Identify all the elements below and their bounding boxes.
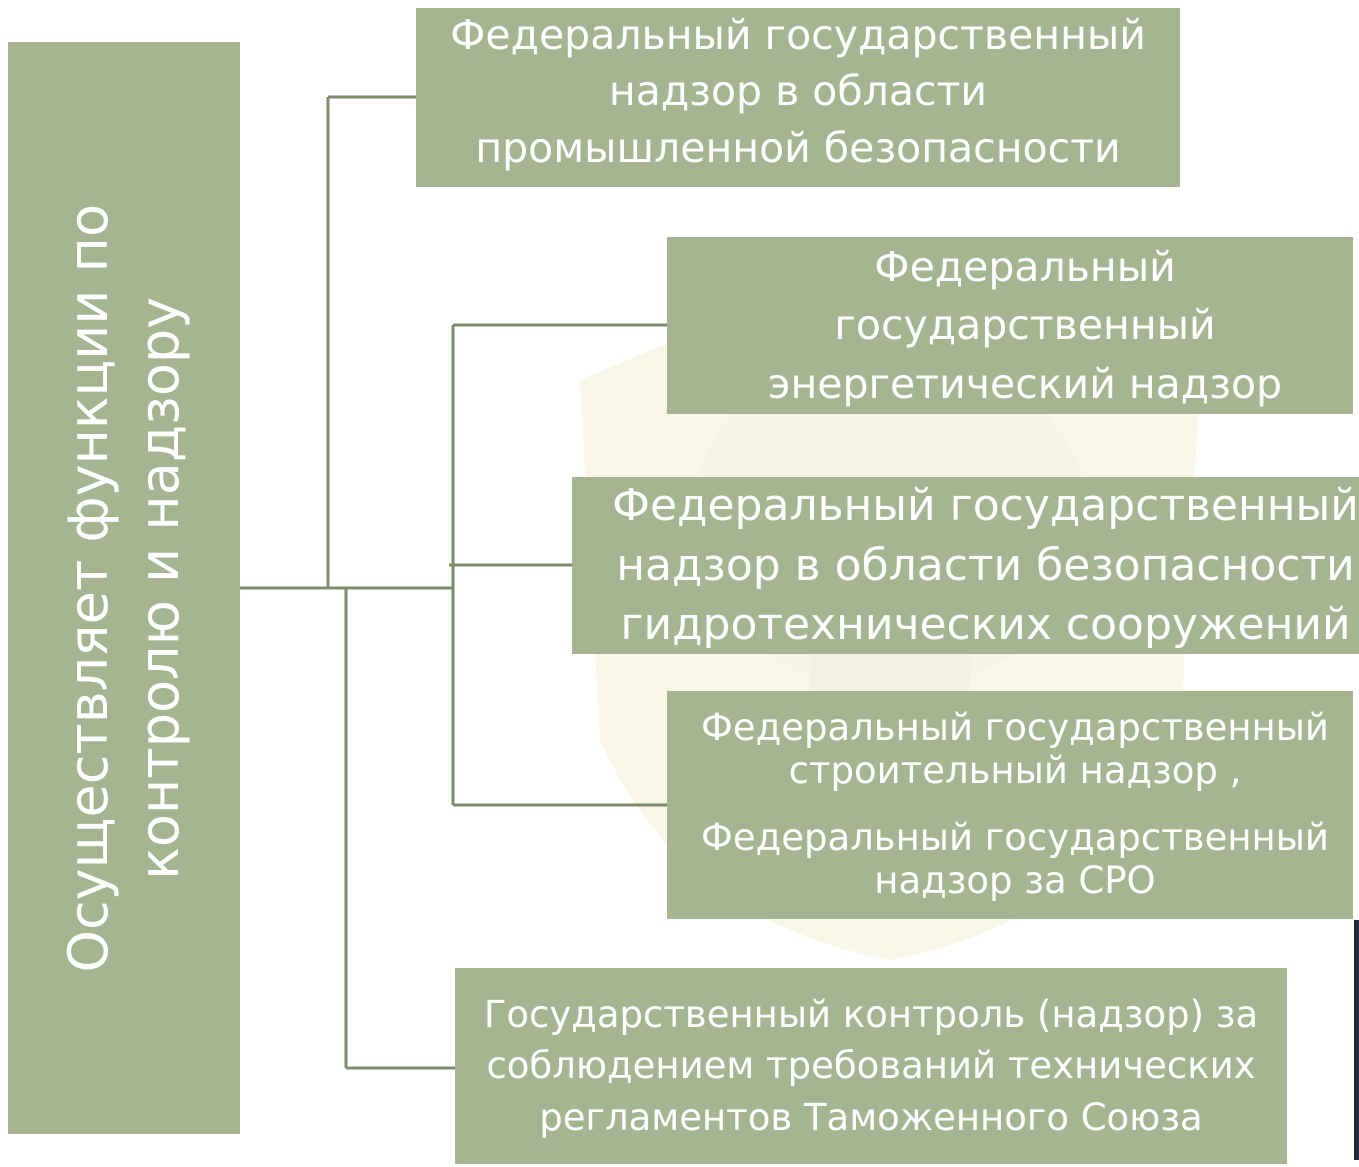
branch-label: Федеральный государственный надзор в обл… bbox=[450, 7, 1146, 175]
root-label: Осуществляет функции по контролю и надзо… bbox=[53, 204, 196, 973]
branch-label-line: строительный надзор , bbox=[788, 749, 1242, 793]
branch-label-line: Федеральный bbox=[874, 242, 1176, 291]
branch-label-line: надзор за СРО bbox=[874, 858, 1156, 902]
branch-label-line: Федеральный государственный bbox=[701, 816, 1329, 859]
branch-node-energy: Федеральный государственный энергетическ… bbox=[667, 237, 1353, 414]
branch-label-line: Государственный контроль (надзор) за bbox=[483, 992, 1259, 1036]
branch-label-line: энергетический надзор bbox=[767, 359, 1283, 408]
branch-label-line: соблюдением требований технических bbox=[486, 1044, 1256, 1088]
branch-node-industrial-safety: Федеральный государственный надзор в обл… bbox=[416, 8, 1180, 187]
root-node: Осуществляет функции по контролю и надзо… bbox=[8, 42, 240, 1134]
branch-node-customs-union: Государственный контроль (надзор) за соб… bbox=[455, 968, 1287, 1164]
root-label-line-2: контролю и надзору bbox=[128, 296, 191, 880]
root-label-line-1: Осуществляет функции по bbox=[56, 203, 120, 973]
branch-node-construction: Федеральный государственный строительный… bbox=[667, 691, 1353, 919]
branch-label-line: Федеральный государственный bbox=[612, 479, 1359, 531]
branch-label-line: Федеральный государственный bbox=[450, 11, 1146, 60]
branch-label: Государственный контроль (надзор) за соб… bbox=[484, 989, 1258, 1143]
background-image-fragment bbox=[1354, 920, 1359, 1160]
branch-label-line: надзор в области безопасности bbox=[616, 539, 1355, 591]
branch-label-line: надзор в области bbox=[608, 67, 988, 116]
branch-label-line: Федеральный государственный bbox=[701, 706, 1329, 750]
branch-label-line: промышленной безопасности bbox=[475, 123, 1121, 172]
branch-label: Федеральный государственный строительный… bbox=[701, 706, 1329, 903]
paragraph-gap bbox=[701, 793, 1329, 817]
branch-label-line: регламентов Таможенного Союза bbox=[539, 1095, 1203, 1139]
branch-node-hydraulic-structures: Федеральный государственный надзор в обл… bbox=[572, 477, 1359, 654]
branch-label-line: государственный bbox=[834, 301, 1216, 350]
branch-label-line: гидротехнических сооружений bbox=[620, 599, 1351, 651]
branch-label: Федеральный государственный энергетическ… bbox=[768, 238, 1282, 414]
branch-label: Федеральный государственный надзор в обл… bbox=[612, 476, 1359, 655]
